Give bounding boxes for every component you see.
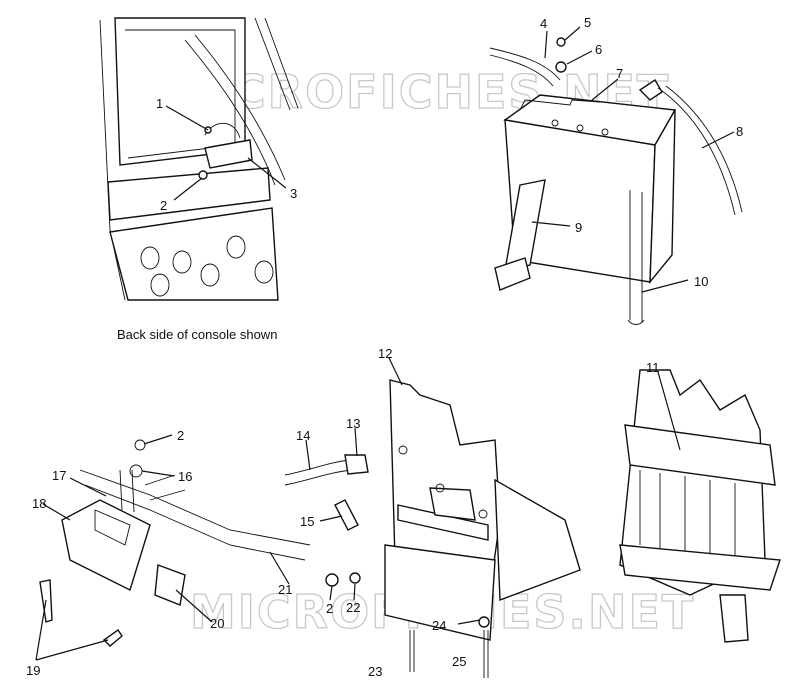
callout-17: 17 [52,468,66,483]
callout-2-bracket: 2 [326,601,333,616]
console-assembly [99,17,299,301]
callout-8: 8 [736,124,743,139]
callout-25: 25 [452,654,466,669]
callout-5: 5 [584,15,591,30]
callout-9: 9 [575,220,582,235]
callout-13: 13 [346,416,360,431]
callout-24: 24 [432,618,446,633]
callout-4: 4 [540,16,547,31]
callout-7: 7 [616,66,623,81]
callout-23: 23 [368,664,382,679]
callout-16: 16 [178,469,192,484]
callout-15: 15 [300,514,314,529]
callout-1: 1 [156,96,163,111]
battery-assembly [489,37,743,325]
callout-3: 3 [290,186,297,201]
battery-box [619,369,781,643]
callout-2-relay: 2 [177,428,184,443]
caption-text: Back side of console shown [117,327,277,342]
callout-21: 21 [278,582,292,597]
callout-20: 20 [210,616,224,631]
callout-19: 19 [26,663,40,678]
callout-14: 14 [296,428,310,443]
callout-22: 22 [346,600,360,615]
callout-10: 10 [694,274,708,289]
leader-lines [35,26,735,661]
callout-11: 11 [646,360,660,375]
callout-6: 6 [595,42,602,57]
callout-12: 12 [378,346,392,361]
callout-18: 18 [32,496,46,511]
bracket-assembly [284,379,581,678]
callout-2-console: 2 [160,198,167,213]
